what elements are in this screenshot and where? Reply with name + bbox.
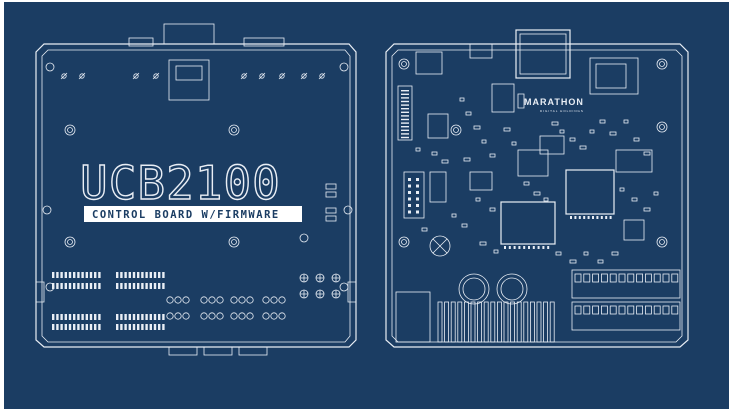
board-brand-name: MARATHON <box>524 97 584 107</box>
product-title: UCB2100 <box>80 156 281 210</box>
right-board: MARATHON DIGITAL HOLDINGS <box>385 29 689 348</box>
right-board-outline <box>385 43 689 348</box>
right-board-components <box>401 90 679 343</box>
left-board-outline <box>35 43 357 348</box>
left-board-pads <box>52 72 341 330</box>
board-brand-tagline: DIGITAL HOLDINGS <box>540 109 584 113</box>
product-subtitle: CONTROL BOARD W/FIRMWARE <box>92 209 280 221</box>
subtitle-box <box>84 206 302 222</box>
board-illustration: UCB2100 CONTROL BOARD W/FIRMWARE <box>35 23 689 356</box>
left-board: UCB2100 CONTROL BOARD W/FIRMWARE <box>35 23 357 356</box>
blueprint-frame: UCB2100 CONTROL BOARD W/FIRMWARE <box>4 2 729 409</box>
